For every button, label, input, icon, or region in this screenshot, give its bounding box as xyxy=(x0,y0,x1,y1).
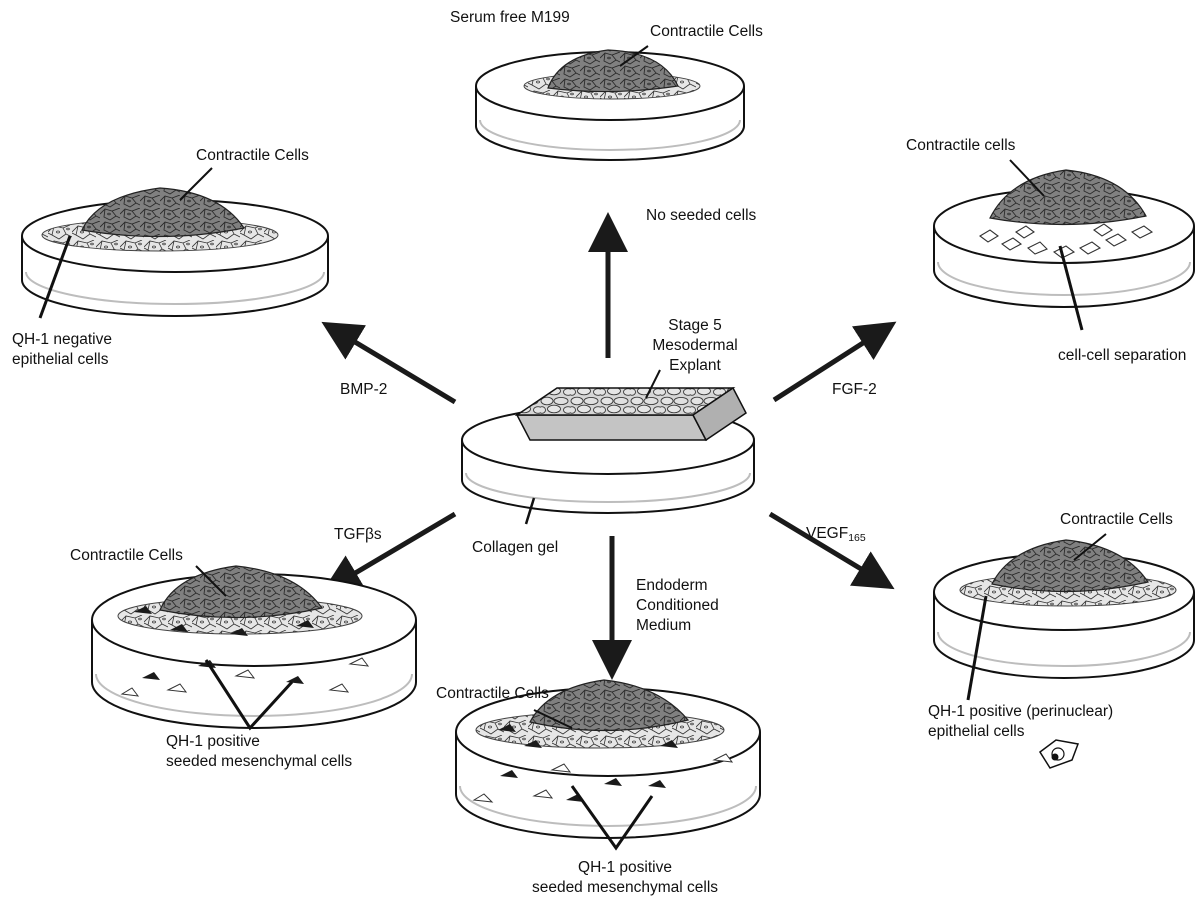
top-cells-label: Contractile Cells xyxy=(650,22,763,42)
top-arrow-label: No seeded cells xyxy=(646,206,756,226)
top-left-cells-label: Contractile Cells xyxy=(196,146,309,166)
explant-label-line-1: Stage 5 xyxy=(650,316,740,336)
collagen-gel-label: Collagen gel xyxy=(472,538,558,558)
dish-top-left xyxy=(22,188,328,316)
bottom-left-note-line-2: seeded mesenchymal cells xyxy=(166,752,352,772)
bottom-right-arrow-label-main: VEGF xyxy=(806,525,848,542)
mesodermal-explant xyxy=(517,388,746,440)
top-left-arrow-label: BMP-2 xyxy=(340,380,387,400)
top-right-arrow-label: FGF-2 xyxy=(832,380,877,400)
dish-bottom-left xyxy=(92,566,416,728)
bottom-left-cells-label: Contractile Cells xyxy=(70,546,183,566)
perinuclear-cell-icon xyxy=(1040,740,1078,768)
bottom-right-cells-label: Contractile Cells xyxy=(1060,510,1173,530)
top-left-note-line-2: epithelial cells xyxy=(12,350,112,370)
bottom-right-arrow-label-sub: 165 xyxy=(848,532,866,544)
bottom-arrow-label-line-2: Conditioned xyxy=(636,596,719,616)
dish-bottom-right xyxy=(934,540,1194,678)
dish-top xyxy=(476,50,744,160)
bottom-note-line-2: seeded mesenchymal cells xyxy=(520,878,730,898)
explant-label: Stage 5 Mesodermal Explant xyxy=(650,316,740,376)
bottom-right-note: QH-1 positive (perinuclear) epithelial c… xyxy=(928,702,1113,742)
dish-top-right xyxy=(934,170,1194,307)
bottom-note: QH-1 positive seeded mesenchymal cells xyxy=(520,858,730,898)
top-right-cells-label: Contractile cells xyxy=(906,136,1015,156)
bottom-cells-label: Contractile Cells xyxy=(436,684,549,704)
bottom-right-arrow-label: VEGF165 xyxy=(806,524,866,548)
bottom-left-arrow-label: TGFβs xyxy=(334,525,382,545)
bottom-note-line-1: QH-1 positive xyxy=(520,858,730,878)
top-left-note-line-1: QH-1 negative xyxy=(12,330,112,350)
bottom-right-note-line-1: QH-1 positive (perinuclear) xyxy=(928,702,1113,722)
explant-label-line-2: Mesodermal xyxy=(650,336,740,356)
bottom-arrow-label-line-1: Endoderm xyxy=(636,576,719,596)
bottom-arrow-label: Endoderm Conditioned Medium xyxy=(636,576,719,636)
top-left-note: QH-1 negative epithelial cells xyxy=(12,330,112,370)
bottom-left-note-line-1: QH-1 positive xyxy=(166,732,352,752)
top-medium-label: Serum free M199 xyxy=(450,8,570,28)
explant-label-line-3: Explant xyxy=(650,356,740,376)
top-right-note: cell-cell separation xyxy=(1058,346,1186,366)
bottom-arrow-label-line-3: Medium xyxy=(636,616,719,636)
bottom-left-note: QH-1 positive seeded mesenchymal cells xyxy=(166,732,352,772)
bottom-right-note-line-2: epithelial cells xyxy=(928,722,1113,742)
